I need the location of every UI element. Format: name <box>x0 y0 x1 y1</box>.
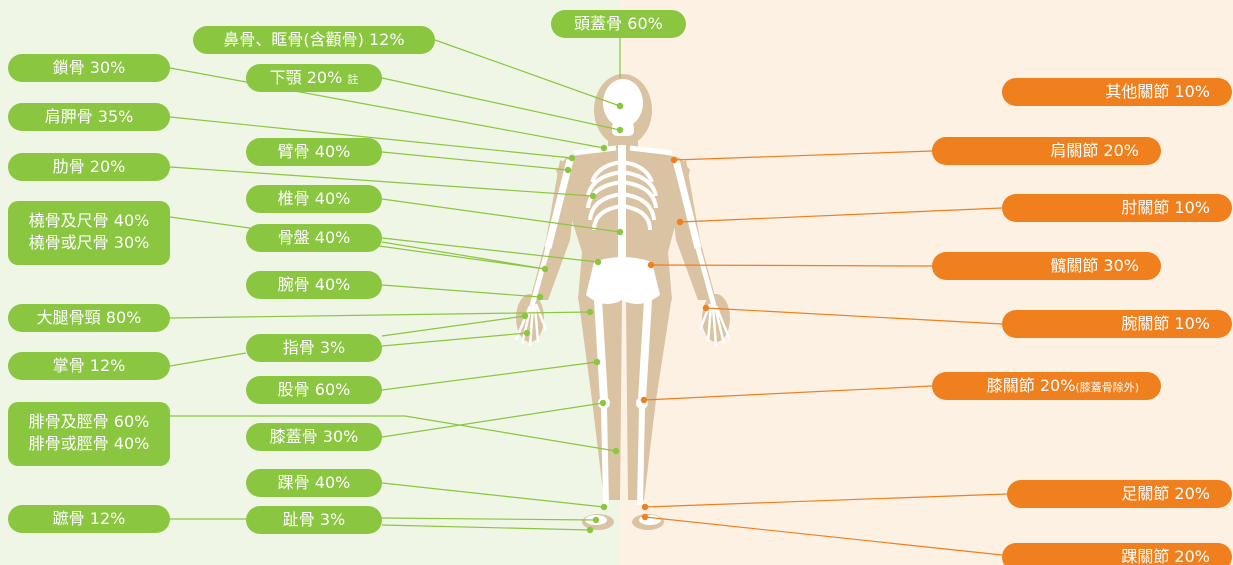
elbow-joint-label: 肘關節 10% <box>1002 194 1232 222</box>
mandible-label: 下顎 20% 註 <box>246 64 382 92</box>
wrist-joint-label: 腕關節 10% <box>1002 310 1232 338</box>
tarsal-point <box>601 504 607 510</box>
foot-connector <box>645 517 1002 555</box>
hip-joint-label: 髖關節 30% <box>932 252 1161 280</box>
radius-ulna-either: 橈骨或尺骨 30% <box>22 232 156 254</box>
toe-label: 趾骨 3% <box>246 506 382 534</box>
tarsal-label: 踝骨 40% <box>246 469 382 497</box>
shoulder-joint-label: 肩關節 20% <box>932 137 1161 165</box>
nasal-point <box>617 103 623 109</box>
knee-joint-text: 膝關節 20% <box>987 376 1076 395</box>
patella-connector <box>382 403 603 437</box>
ankle-connector <box>645 494 1007 507</box>
foot-point <box>642 514 648 520</box>
tarsal-connector <box>382 483 604 507</box>
patella-point <box>600 400 606 406</box>
hip-connector <box>651 265 932 266</box>
elbow-connector <box>680 208 1002 222</box>
humerus-point <box>565 167 571 173</box>
fibula-connector <box>170 416 616 451</box>
rib-point <box>590 193 596 199</box>
clavicle-point <box>601 145 607 151</box>
metacarpal-connector <box>170 353 246 366</box>
metacarpal-label: 掌骨 12% <box>8 352 170 380</box>
mandible-label-text: 下顎 20% <box>270 68 343 87</box>
phalanx1-point <box>522 313 528 319</box>
femneck-point <box>587 309 593 315</box>
ankle-joint-label: 足關節 20% <box>1007 480 1232 508</box>
scapula-point <box>569 155 575 161</box>
shoulder-connector <box>674 151 932 160</box>
rib-label: 肋骨 20% <box>8 153 170 181</box>
wrist-point <box>703 305 709 311</box>
fibula-tibia-label: 腓骨及脛骨 60% 腓骨或脛骨 40% <box>8 402 170 466</box>
phalanx1-connector <box>382 316 525 336</box>
pelvis2-connector <box>382 242 545 269</box>
humerus-label: 臂骨 40% <box>246 138 382 166</box>
mandible-note-mark: 註 <box>347 73 358 86</box>
femur-connector <box>382 362 597 390</box>
knee-joint-label: 膝關節 20%(膝蓋骨除外) <box>932 372 1161 400</box>
metatarsal-label: 蹠骨 12% <box>8 505 170 533</box>
fibula-point <box>613 448 619 454</box>
nasal-orbital-label: 鼻骨、眶骨(含顴骨) 12% <box>193 26 435 54</box>
toe1-connector <box>382 518 596 520</box>
mandible-connector <box>382 78 620 130</box>
carpal-connector <box>382 285 540 297</box>
toe2-point <box>587 527 593 533</box>
wrist-connector <box>706 308 1002 324</box>
carpal-label: 腕骨 40% <box>246 271 382 299</box>
shoulder-point <box>671 157 677 163</box>
toe1-point <box>593 517 599 523</box>
knee-connector <box>644 386 932 400</box>
femur-label: 股骨 60% <box>246 376 382 404</box>
pelvis-label: 骨盤 40% <box>246 224 382 252</box>
radius-ulna-label: 橈骨及尺骨 40% 橈骨或尺骨 30% <box>8 201 170 265</box>
knee-point <box>641 397 647 403</box>
rib-connector <box>170 167 593 196</box>
carpal-point <box>537 294 543 300</box>
femoral-neck-label: 大腿骨頸 80% <box>8 304 170 332</box>
vertebra-point <box>617 229 623 235</box>
foot-joint-label: 踝關節 20% <box>1002 543 1232 565</box>
clavicle-label: 鎖骨 30% <box>8 54 170 82</box>
mandible-point <box>617 127 623 133</box>
phalanx2-connector <box>382 333 527 346</box>
fibula-tibia-either: 腓骨或脛骨 40% <box>22 433 156 455</box>
vertebra-connector <box>382 199 620 232</box>
toe2-connector <box>382 525 590 530</box>
fibula-tibia-both: 腓骨及脛骨 60% <box>22 411 156 433</box>
other-joints-label: 其他關節 10% <box>1002 78 1232 106</box>
phalanx2-point <box>524 330 530 336</box>
elbow-point <box>677 219 683 225</box>
ankle-point <box>642 504 648 510</box>
vertebra-label: 椎骨 40% <box>246 185 382 213</box>
pelvis1-connector <box>382 238 598 262</box>
knee-joint-note: (膝蓋骨除外) <box>1075 381 1139 394</box>
femur-point <box>594 359 600 365</box>
scapula-label: 肩胛骨 35% <box>8 103 170 131</box>
clavicle-connector <box>170 68 604 148</box>
phalanx-label: 指骨 3% <box>246 334 382 362</box>
patella-label: 膝蓋骨 30% <box>246 423 382 451</box>
radius-ulna-both: 橈骨及尺骨 40% <box>22 210 156 232</box>
skull-label: 頭蓋骨 60% <box>551 10 686 38</box>
pelvis1-point <box>595 259 601 265</box>
hip-point <box>648 262 654 268</box>
